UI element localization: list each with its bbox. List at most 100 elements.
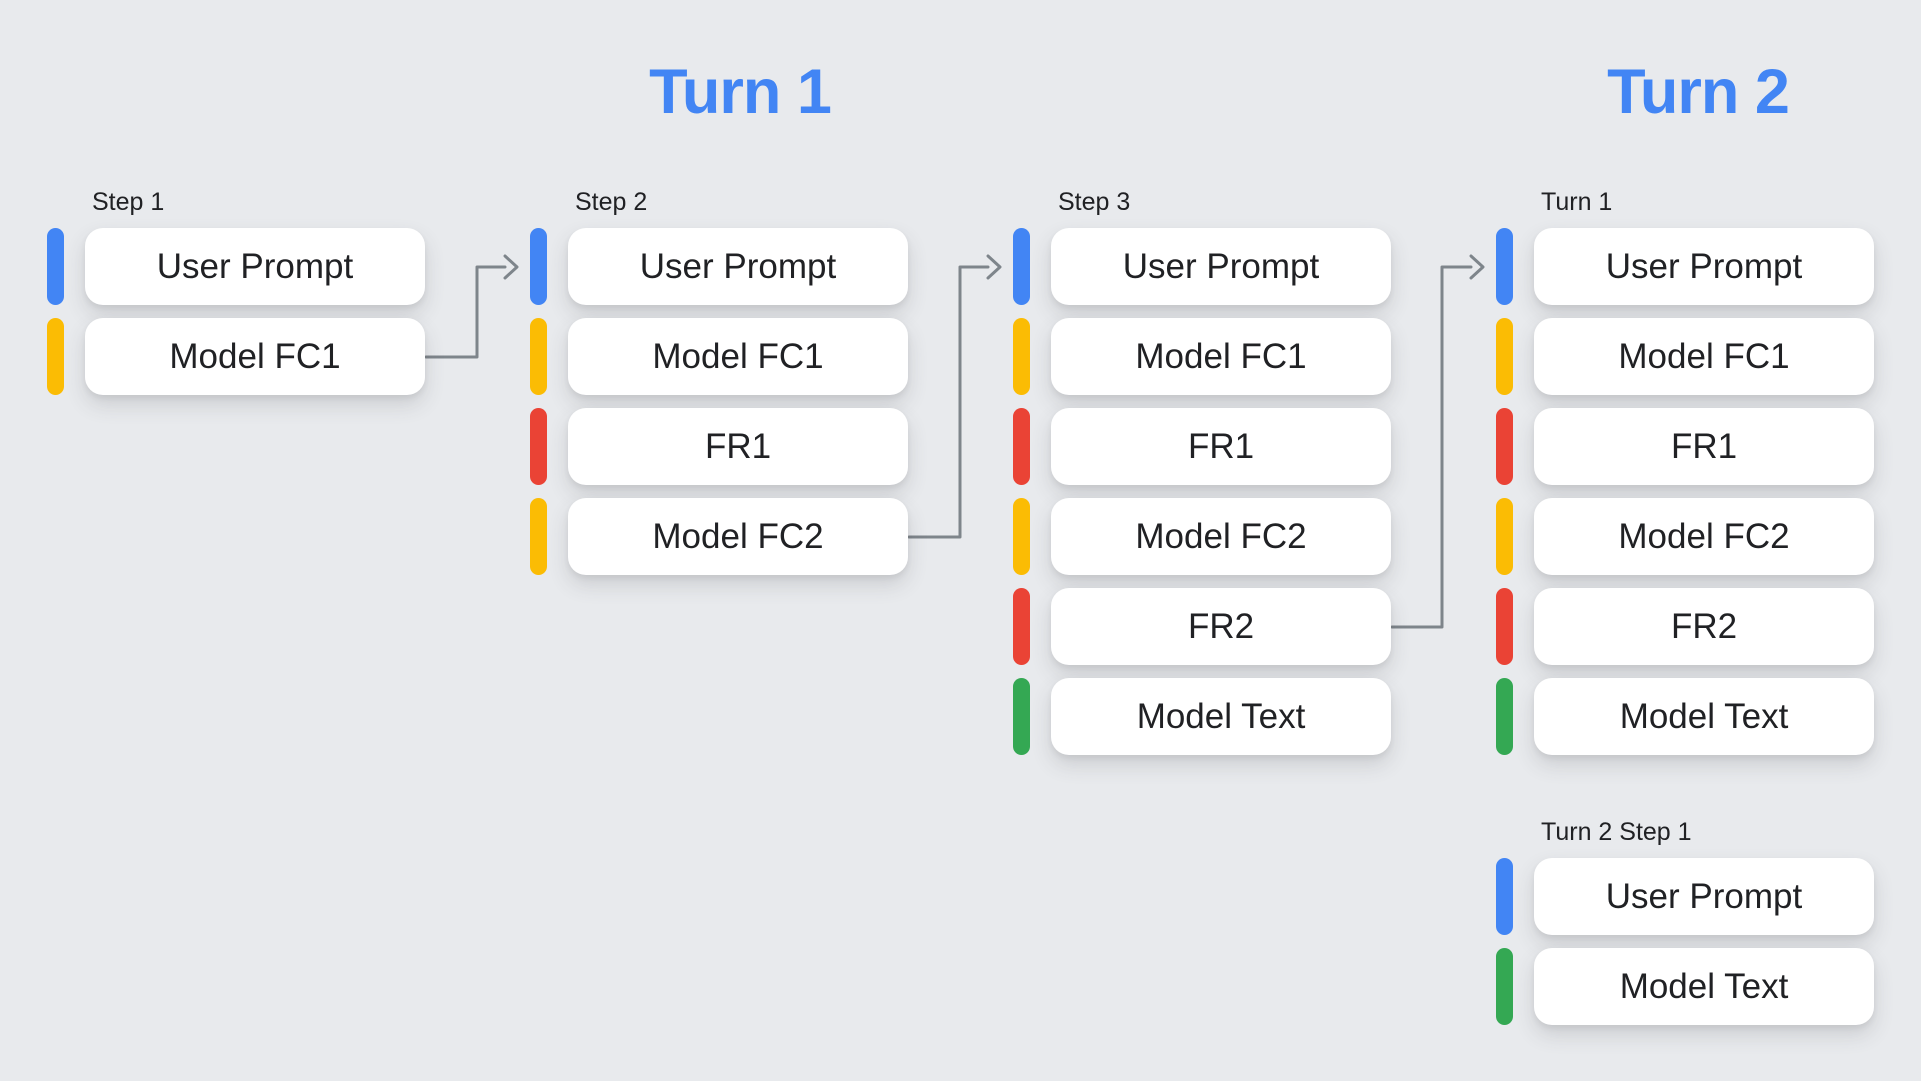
- model-fc-color-bar: [47, 318, 64, 395]
- arrow-step3-to-turn1: [1390, 265, 1473, 629]
- step-3-label: Step 3: [1058, 188, 1131, 216]
- arrow-step2-to-step3: [907, 265, 990, 539]
- message-row: Model FC2: [1496, 498, 1874, 575]
- message-label: FR1: [704, 426, 772, 466]
- user-prompt-box: User Prompt: [1534, 228, 1874, 305]
- step-3-group: Step 3 User Prompt Model FC1 FR1 Model F…: [1013, 188, 1391, 768]
- function-response-box: FR1: [568, 408, 908, 485]
- model-fc-box: Model FC2: [568, 498, 908, 575]
- user-prompt-color-bar: [1013, 228, 1030, 305]
- function-response-box: FR1: [1534, 408, 1874, 485]
- message-label: FR1: [1670, 426, 1738, 466]
- model-text-color-bar: [1496, 948, 1513, 1025]
- step-1-rows: User Prompt Model FC1: [47, 228, 425, 395]
- function-response-color-bar: [530, 408, 547, 485]
- message-row: User Prompt: [1013, 228, 1391, 305]
- message-label: Model FC2: [1618, 516, 1790, 556]
- message-label: User Prompt: [1122, 246, 1320, 286]
- turn-2-step-1-rows: User Prompt Model Text: [1496, 858, 1874, 1025]
- message-row: Model FC1: [530, 318, 908, 395]
- model-text-color-bar: [1496, 678, 1513, 755]
- turn-1-history-label: Turn 1: [1541, 188, 1613, 216]
- function-response-color-bar: [1496, 588, 1513, 665]
- message-label: User Prompt: [639, 246, 837, 286]
- step-1-label: Step 1: [92, 188, 165, 216]
- message-label: Model Text: [1619, 966, 1789, 1006]
- model-fc-color-bar: [1496, 318, 1513, 395]
- message-row: Model FC2: [530, 498, 908, 575]
- message-row: FR2: [1496, 588, 1874, 665]
- message-row: User Prompt: [1496, 858, 1874, 935]
- turn-2-step-1-group: Turn 2 Step 1 User Prompt Model Text: [1496, 818, 1874, 1038]
- user-prompt-color-bar: [47, 228, 64, 305]
- step-2-group: Step 2 User Prompt Model FC1 FR1 Model F…: [530, 188, 908, 588]
- message-row: User Prompt: [47, 228, 425, 305]
- model-text-box: Model Text: [1534, 678, 1874, 755]
- message-row: FR1: [1496, 408, 1874, 485]
- user-prompt-color-bar: [1496, 858, 1513, 935]
- turn-2-title: Turn 2: [1607, 57, 1790, 127]
- function-response-color-bar: [1496, 408, 1513, 485]
- message-label: Model FC1: [1618, 336, 1790, 376]
- model-fc-box: Model FC1: [1534, 318, 1874, 395]
- arrowhead-step3-to-turn1-icon: [1469, 254, 1485, 280]
- user-prompt-color-bar: [1496, 228, 1513, 305]
- function-response-box: FR2: [1051, 588, 1391, 665]
- user-prompt-box: User Prompt: [1534, 858, 1874, 935]
- step-3-rows: User Prompt Model FC1 FR1 Model FC2 FR2 …: [1013, 228, 1391, 755]
- message-row: FR1: [530, 408, 908, 485]
- message-row: FR1: [1013, 408, 1391, 485]
- message-label: User Prompt: [1605, 876, 1803, 916]
- message-row: User Prompt: [530, 228, 908, 305]
- message-row: Model Text: [1496, 678, 1874, 755]
- message-label: Model FC1: [652, 336, 824, 376]
- model-fc-color-bar: [1013, 318, 1030, 395]
- message-row: Model FC1: [47, 318, 425, 395]
- model-fc-box: Model FC1: [568, 318, 908, 395]
- user-prompt-color-bar: [530, 228, 547, 305]
- arrow-step1-to-step2: [424, 265, 507, 359]
- message-label: Model Text: [1136, 696, 1306, 736]
- turn-1-title: Turn 1: [649, 57, 832, 127]
- message-label: FR1: [1187, 426, 1255, 466]
- function-response-color-bar: [1013, 408, 1030, 485]
- model-fc-color-bar: [530, 498, 547, 575]
- model-fc-box: Model FC2: [1051, 498, 1391, 575]
- message-label: User Prompt: [156, 246, 354, 286]
- step-2-label: Step 2: [575, 188, 648, 216]
- model-fc-box: Model FC1: [1051, 318, 1391, 395]
- model-fc-box: Model FC2: [1534, 498, 1874, 575]
- message-label: FR2: [1187, 606, 1255, 646]
- message-row: User Prompt: [1496, 228, 1874, 305]
- message-row: Model FC1: [1013, 318, 1391, 395]
- model-text-box: Model Text: [1534, 948, 1874, 1025]
- message-row: Model Text: [1496, 948, 1874, 1025]
- step-1-group: Step 1 User Prompt Model FC1: [47, 188, 425, 408]
- step-2-rows: User Prompt Model FC1 FR1 Model FC2: [530, 228, 908, 575]
- message-label: Model FC1: [169, 336, 341, 376]
- turn-1-history-group: Turn 1 User Prompt Model FC1 FR1 Model F…: [1496, 188, 1874, 768]
- message-row: FR2: [1013, 588, 1391, 665]
- model-fc-box: Model FC1: [85, 318, 425, 395]
- arrowhead-step1-to-step2-icon: [503, 254, 519, 280]
- turn-2-step-1-label: Turn 2 Step 1: [1541, 818, 1692, 846]
- message-label: Model FC2: [1135, 516, 1307, 556]
- user-prompt-box: User Prompt: [1051, 228, 1391, 305]
- user-prompt-box: User Prompt: [85, 228, 425, 305]
- message-label: User Prompt: [1605, 246, 1803, 286]
- model-fc-color-bar: [1013, 498, 1030, 575]
- message-label: Model FC1: [1135, 336, 1307, 376]
- turn-1-history-rows: User Prompt Model FC1 FR1 Model FC2 FR2 …: [1496, 228, 1874, 755]
- function-response-color-bar: [1013, 588, 1030, 665]
- function-response-box: FR2: [1534, 588, 1874, 665]
- user-prompt-box: User Prompt: [568, 228, 908, 305]
- arrowhead-step2-to-step3-icon: [986, 254, 1002, 280]
- message-label: FR2: [1670, 606, 1738, 646]
- model-fc-color-bar: [530, 318, 547, 395]
- message-row: Model Text: [1013, 678, 1391, 755]
- message-row: Model FC1: [1496, 318, 1874, 395]
- message-row: Model FC2: [1013, 498, 1391, 575]
- message-label: Model FC2: [652, 516, 824, 556]
- model-fc-color-bar: [1496, 498, 1513, 575]
